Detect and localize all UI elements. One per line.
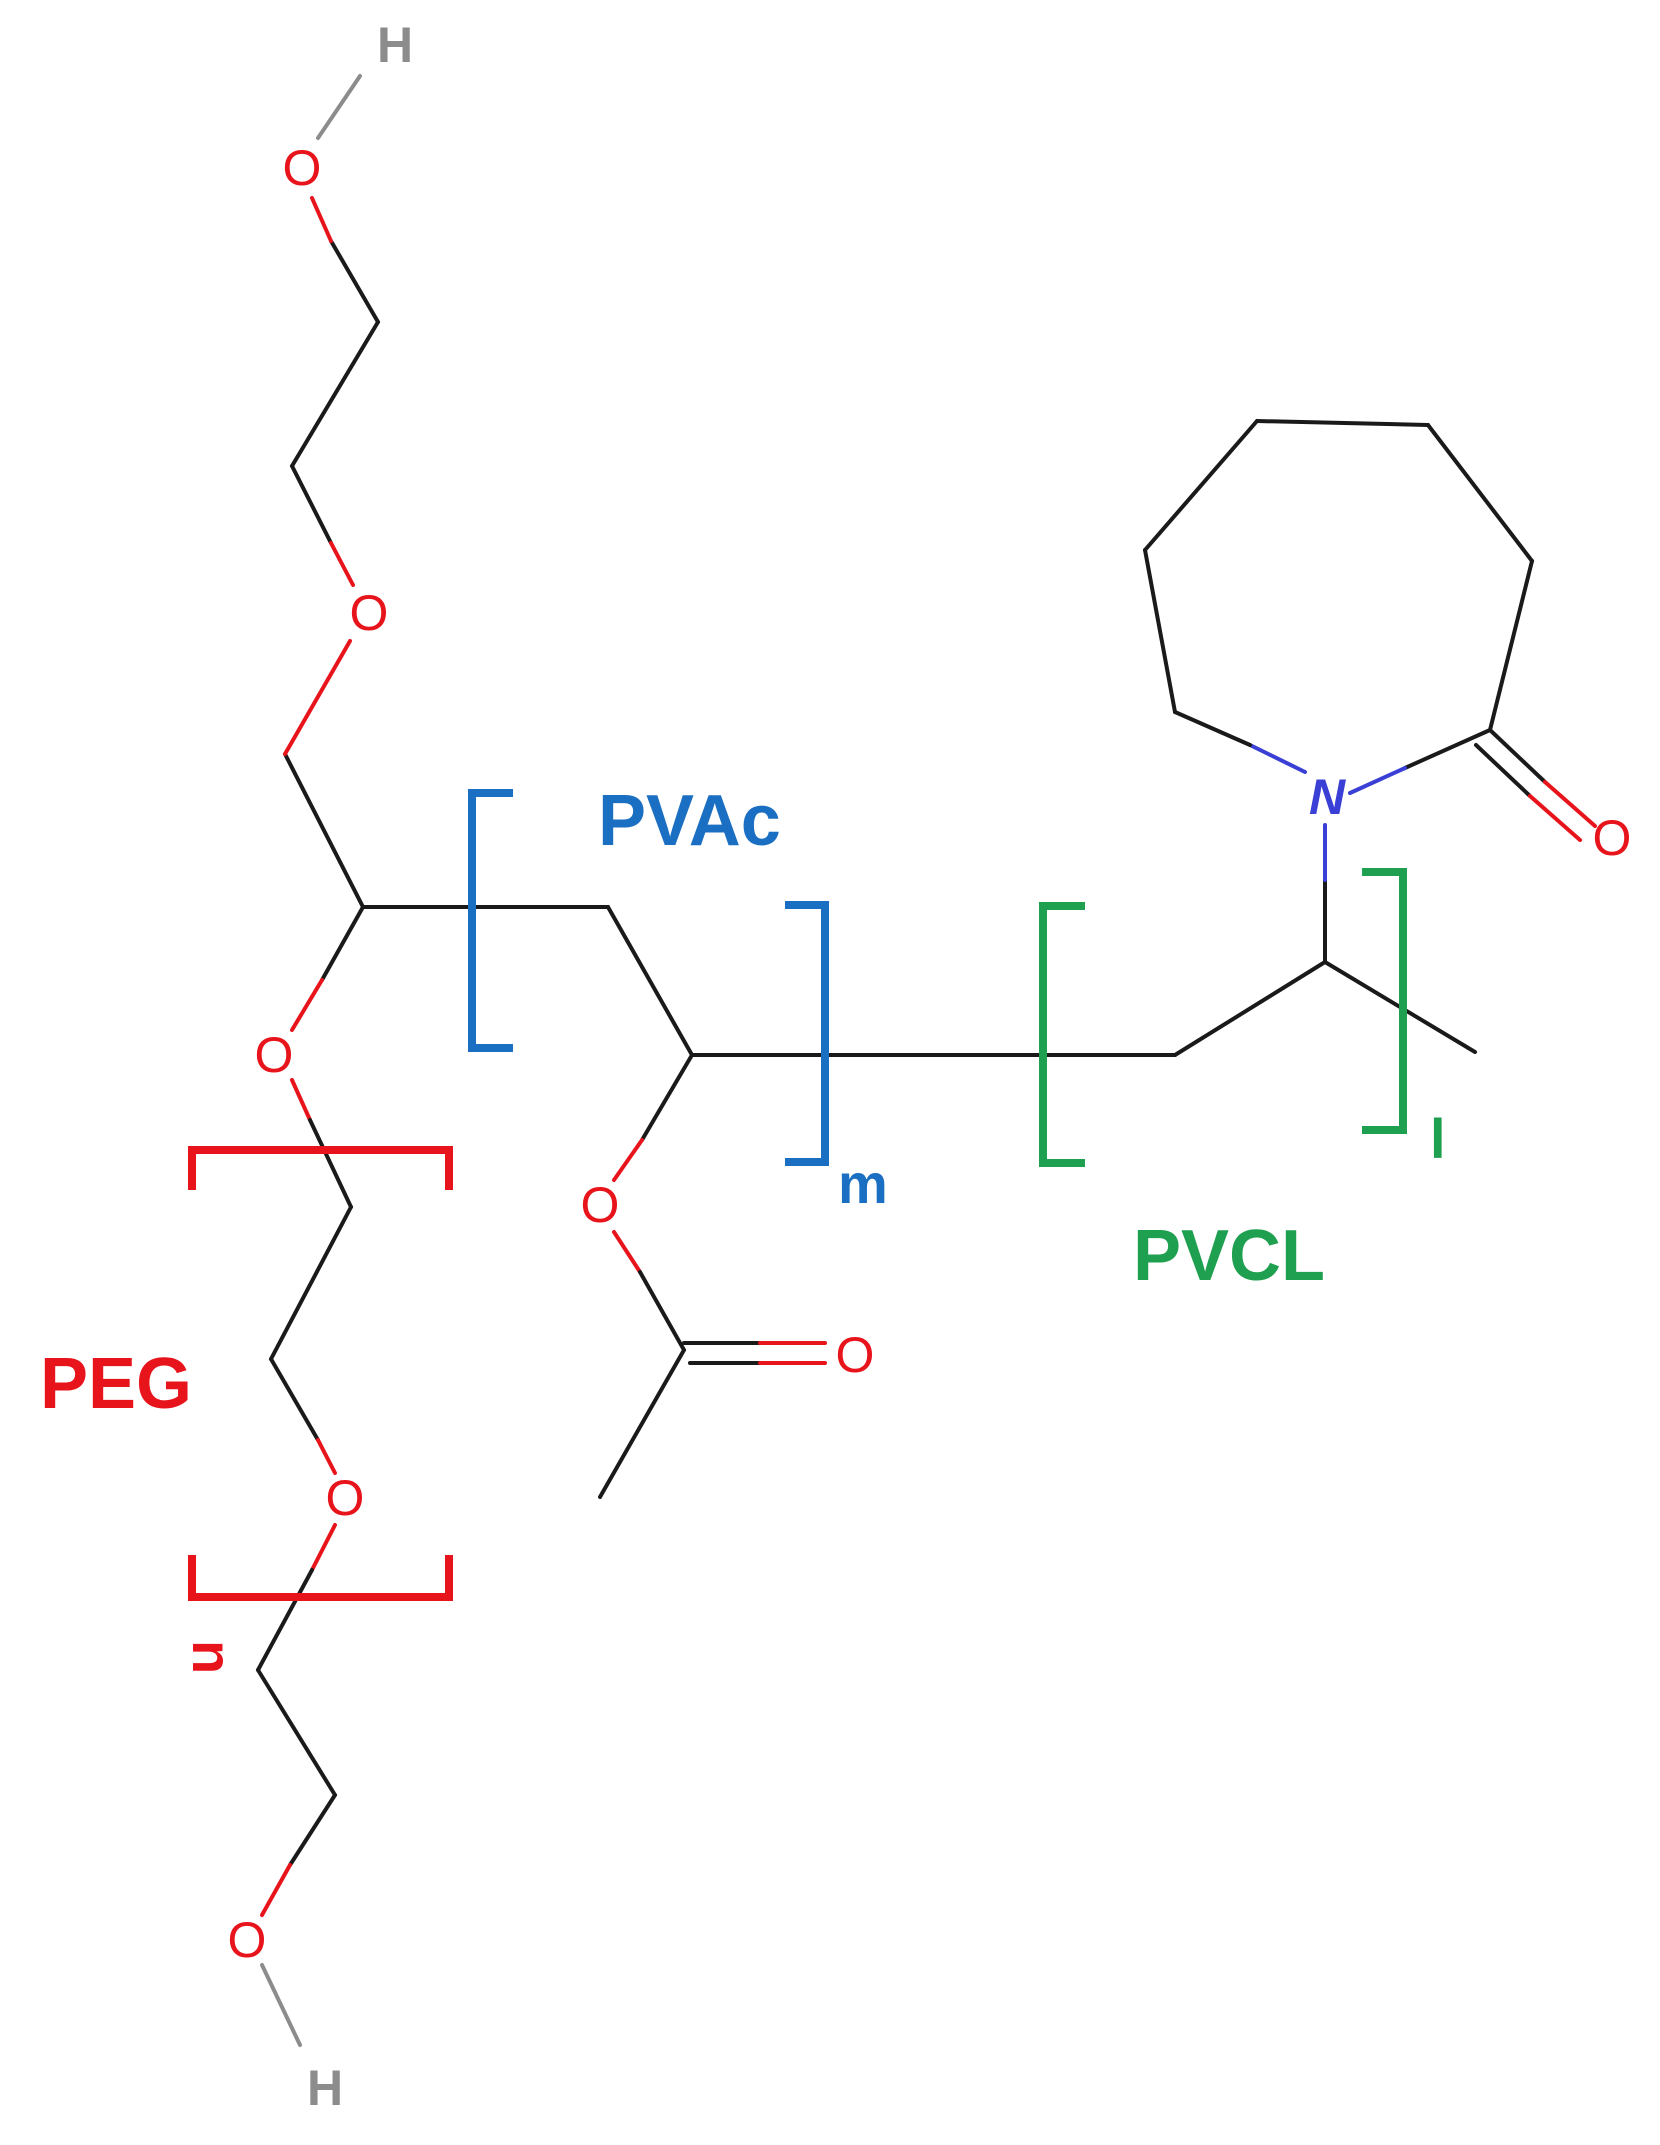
pvac-left-bracket xyxy=(468,789,513,1052)
bond xyxy=(283,639,352,756)
bond xyxy=(329,541,355,587)
bond xyxy=(290,464,333,545)
bond xyxy=(256,1568,314,1672)
bond xyxy=(288,1793,337,1867)
bond xyxy=(256,1668,337,1797)
oxygen-atom: O xyxy=(283,140,322,196)
bond xyxy=(1173,960,1327,1057)
nitrogen-atom: N xyxy=(1309,769,1346,825)
bond xyxy=(310,196,333,243)
bond xyxy=(283,752,365,909)
bond xyxy=(1528,794,1582,842)
oxygen-atom: O xyxy=(1593,810,1632,866)
bond xyxy=(316,74,362,140)
bond xyxy=(1474,743,1532,798)
pvcl-right-bracket xyxy=(1362,868,1407,1134)
oxygen-atom: O xyxy=(326,1470,365,1526)
bond xyxy=(1543,780,1597,828)
pvac-label: PVAc xyxy=(598,781,781,861)
pvcl-left-bracket xyxy=(1039,902,1085,1167)
hydrogen-atom: H xyxy=(377,17,413,73)
peg-subscript: n xyxy=(181,1640,244,1674)
bond xyxy=(260,1963,302,2047)
bond xyxy=(612,1138,644,1182)
oxygen-atom: O xyxy=(836,1327,875,1383)
bond xyxy=(1403,728,1492,770)
oxygen-atom: O xyxy=(350,585,389,641)
bond xyxy=(290,320,380,468)
bond xyxy=(1255,419,1430,427)
bond xyxy=(606,905,694,1057)
pvac-subscript: m xyxy=(838,1152,888,1215)
bond xyxy=(308,1118,353,1209)
bond xyxy=(1143,419,1259,552)
peg-lower-bracket xyxy=(188,1555,453,1601)
bond xyxy=(290,978,324,1032)
peg-label: PEG xyxy=(40,1344,192,1424)
bond xyxy=(290,1078,312,1122)
bond xyxy=(1488,728,1547,784)
bond xyxy=(640,1053,694,1142)
bond xyxy=(320,905,365,982)
bond xyxy=(269,1205,353,1361)
bond xyxy=(1143,548,1177,714)
bond xyxy=(1348,766,1407,795)
bond xyxy=(1248,743,1307,774)
hydrogen-atom: H xyxy=(307,2060,343,2116)
bond xyxy=(260,1863,292,1917)
pvcl-label: PVCL xyxy=(1133,1216,1325,1296)
oxygen-atom: O xyxy=(255,1027,294,1083)
pvac-right-bracket xyxy=(785,901,829,1166)
oxygen-atom: O xyxy=(581,1177,620,1233)
bond xyxy=(638,1270,686,1352)
peg-upper-bracket xyxy=(188,1146,453,1190)
bond xyxy=(269,1357,320,1442)
bond xyxy=(329,239,380,324)
oxygen-atom: O xyxy=(228,1912,267,1968)
bond xyxy=(310,1523,337,1572)
bond xyxy=(1488,559,1534,732)
bond xyxy=(1426,423,1534,563)
bond xyxy=(598,1348,686,1499)
bond xyxy=(316,1438,337,1475)
pvcl-subscript: l xyxy=(1430,1107,1446,1170)
bond xyxy=(1173,710,1252,747)
bond xyxy=(612,1230,642,1274)
